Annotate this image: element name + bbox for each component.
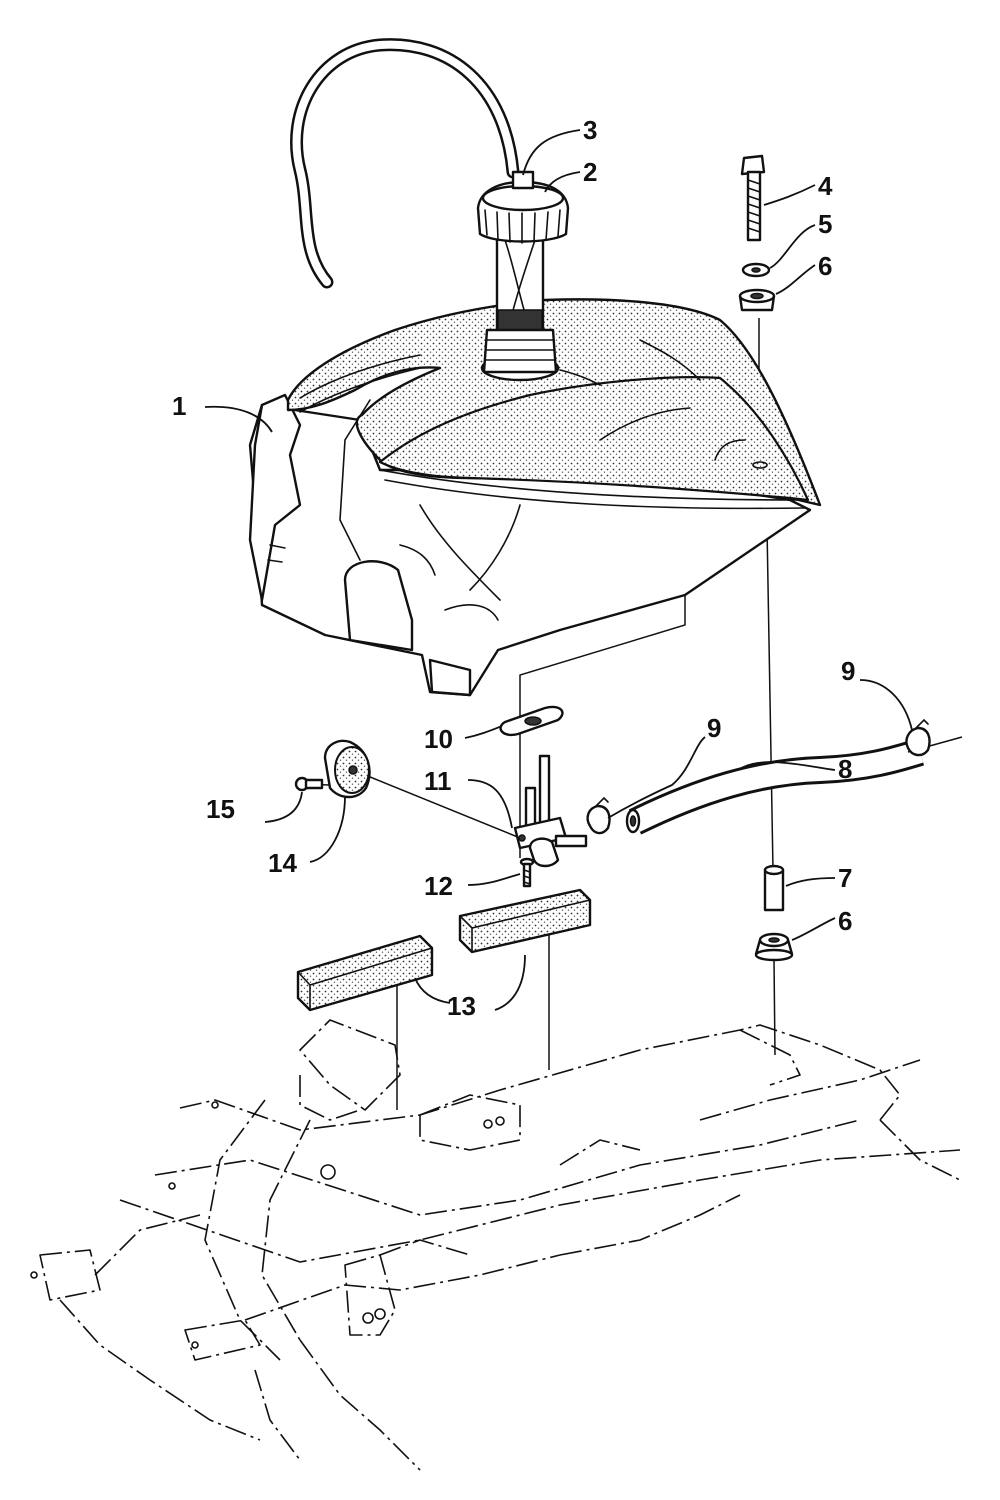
fuel-tank xyxy=(248,298,822,697)
callout-label: 4 xyxy=(818,171,833,201)
fuel-cap xyxy=(476,170,570,374)
cap-screw xyxy=(740,154,766,242)
callout-label: 14 xyxy=(268,848,297,878)
callout-label: 11 xyxy=(424,766,452,796)
callout-label: 3 xyxy=(583,115,597,145)
callout-label: 2 xyxy=(583,157,597,187)
callout-label: 12 xyxy=(424,871,453,901)
callout-label: 13 xyxy=(447,991,476,1021)
callout-label: 10 xyxy=(424,724,453,754)
tank-pad xyxy=(296,888,592,1012)
callout-label: 6 xyxy=(818,251,832,281)
callout-label: 9 xyxy=(841,656,855,686)
grommet-lower xyxy=(754,932,794,962)
callout-label: 1 xyxy=(172,391,186,421)
callout-label: 5 xyxy=(818,209,832,239)
grommet-upper xyxy=(738,288,776,312)
hose-clamp-left xyxy=(586,796,611,835)
vehicle-frame xyxy=(30,1019,961,1471)
knob xyxy=(323,739,371,799)
valve-screw xyxy=(519,857,535,888)
callout-label: 6 xyxy=(838,906,852,936)
callout-label: 9 xyxy=(707,713,721,743)
callout-label: 7 xyxy=(838,863,852,893)
vent-hose xyxy=(290,38,520,289)
hose-clamp-right xyxy=(905,718,931,757)
fuel-valve xyxy=(513,754,588,868)
callout-labels: 3 1 2 1 4 5 6 7 6 8 9 9 10 11 12 6 15 14… xyxy=(172,115,855,1021)
fuel-hose xyxy=(625,736,963,835)
gasket xyxy=(499,705,564,737)
leader-lines xyxy=(204,129,913,1011)
spacer xyxy=(763,864,785,912)
knob-screw xyxy=(294,776,324,792)
callout-label: 8 xyxy=(838,754,852,784)
callout-label: 15 xyxy=(206,794,235,824)
washer xyxy=(741,262,771,278)
